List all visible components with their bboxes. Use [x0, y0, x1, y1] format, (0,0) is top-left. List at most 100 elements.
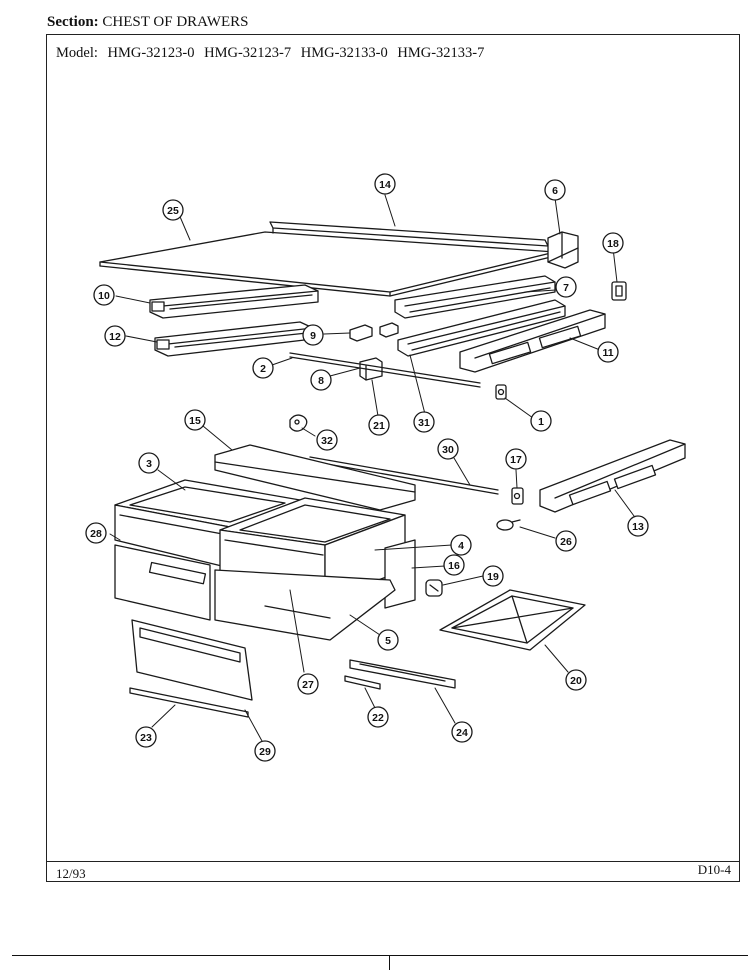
callout-4: 4: [450, 534, 472, 556]
callout-14: 14: [374, 173, 396, 195]
callout-label: 26: [560, 536, 572, 548]
callout-12: 12: [104, 325, 126, 347]
callout-label: 2: [260, 363, 266, 375]
callout-label: 6: [552, 185, 558, 197]
callout-label: 14: [379, 179, 391, 191]
slide-rail-center: [397, 299, 566, 357]
callout-21: 21: [368, 414, 390, 436]
callout-20: 20: [565, 669, 587, 691]
callout-label: 28: [90, 528, 102, 540]
model-number: HMG-32123-7: [204, 45, 292, 61]
callout-24: 24: [451, 721, 473, 743]
drawer-housing-side: [384, 539, 416, 609]
callout-label: 27: [302, 679, 314, 691]
callout-10: 10: [93, 284, 115, 306]
callout-markers: 14 6 25 18 10 7 12 9 11 2 8 21 31 1 32 1…: [85, 173, 649, 762]
cover-clip: [425, 579, 443, 597]
rail-end-cap: [611, 281, 627, 301]
callout-label: 5: [385, 635, 391, 647]
page-bottom-tick: [389, 955, 390, 970]
callout-label: 1: [538, 416, 544, 428]
callout-27: 27: [297, 673, 319, 695]
callout-label: 15: [189, 415, 201, 427]
callout-label: 12: [109, 331, 121, 343]
callout-3: 3: [138, 452, 160, 474]
section-label: Section:: [47, 14, 99, 30]
callout-label: 17: [510, 454, 522, 466]
lower-housing: [114, 544, 396, 641]
callout-label: 16: [448, 560, 460, 572]
callout-label: 11: [602, 347, 613, 359]
callout-25: 25: [162, 199, 184, 221]
rail-clip: [349, 322, 399, 342]
crisper-cover-frame: [439, 589, 586, 651]
callout-label: 21: [373, 420, 385, 432]
rail-bracket-small: [359, 357, 383, 381]
callout-label: 24: [456, 727, 468, 739]
diagram-frame: Model: HMG-32123-0 HMG-32123-7 HMG-32133…: [46, 34, 740, 882]
roller-pin: [496, 519, 521, 531]
callout-label: 4: [458, 540, 464, 552]
hinge-clip: [289, 414, 308, 432]
callout-5: 5: [377, 629, 399, 651]
slide-rail-lower-left: [154, 321, 314, 357]
callout-30: 30: [437, 438, 459, 460]
callout-7: 7: [555, 276, 577, 298]
revision-date: 12/93: [56, 866, 86, 881]
callout-label: 19: [487, 571, 499, 583]
section-heading: Section: CHEST OF DRAWERS: [47, 14, 248, 31]
callout-label: 18: [607, 238, 619, 250]
callout-26: 26: [555, 530, 577, 552]
model-number: HMG-32133-7: [397, 45, 485, 61]
callout-label: 23: [140, 732, 152, 744]
callout-label: 25: [167, 205, 179, 217]
callout-18: 18: [602, 232, 624, 254]
drawer-slide-track: [349, 659, 456, 689]
shelf-cover-panel: [99, 231, 556, 297]
callout-label: 31: [418, 417, 430, 429]
callout-label: 13: [632, 521, 644, 533]
model-number: HMG-32133-0: [300, 45, 388, 61]
callout-label: 32: [321, 435, 333, 447]
front-trim-strip: [129, 687, 249, 718]
callout-31: 31: [413, 411, 435, 433]
callout-22: 22: [367, 706, 389, 728]
drawer-support-right: [459, 309, 606, 373]
callout-28: 28: [85, 522, 107, 544]
model-number: HMG-32123-0: [107, 45, 195, 61]
callout-19: 19: [482, 565, 504, 587]
callout-13: 13: [627, 515, 649, 537]
model-label: Model:: [56, 45, 98, 61]
callout-16: 16: [443, 554, 465, 576]
callout-label: 8: [318, 375, 324, 387]
callout-label: 7: [563, 282, 569, 294]
callout-label: 30: [442, 444, 454, 456]
callout-23: 23: [135, 726, 157, 748]
callout-8: 8: [310, 369, 332, 391]
section-value: CHEST OF DRAWERS: [102, 14, 249, 30]
drawer-front-panel: [131, 619, 253, 701]
footer-divider: [47, 861, 739, 862]
slide-rail-upper-left: [149, 284, 319, 319]
page-bottom-rule: [12, 955, 748, 956]
callout-label: 20: [570, 675, 582, 687]
leader-lines: [109, 194, 635, 742]
support-rod-left: [289, 352, 481, 388]
callout-2: 2: [252, 357, 274, 379]
model-line: Model: HMG-32123-0 HMG-32123-7 HMG-32133…: [56, 45, 490, 62]
page-code: D10-4: [697, 862, 731, 877]
clip-fastener: [495, 384, 507, 400]
slide-stop: [344, 675, 381, 690]
callout-label: 10: [98, 290, 110, 302]
callout-6: 6: [544, 179, 566, 201]
callout-15: 15: [184, 409, 206, 431]
callout-1: 1: [530, 410, 552, 432]
callout-label: 22: [372, 712, 384, 724]
callout-11: 11: [597, 341, 619, 363]
callout-label: 3: [146, 458, 152, 470]
drawer-frame-top: [214, 444, 416, 511]
callout-label: 9: [310, 330, 316, 342]
corner-bracket: [547, 231, 579, 269]
stop-clip: [511, 487, 524, 505]
